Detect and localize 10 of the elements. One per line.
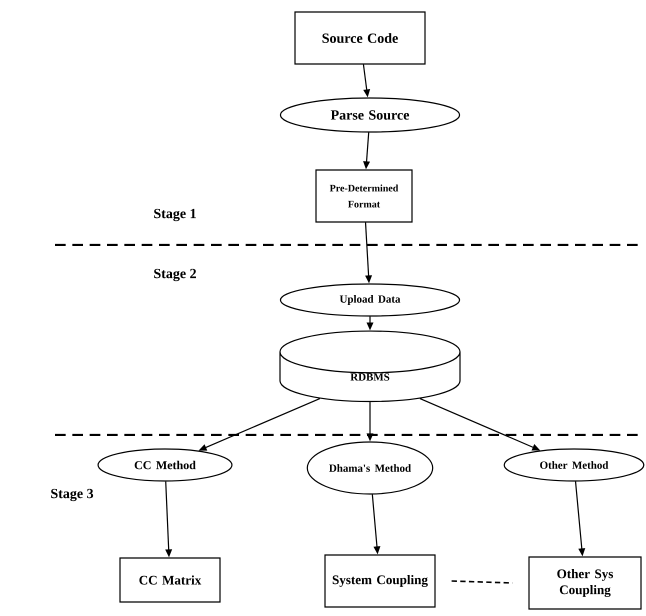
process-box: Pre-Determined Format xyxy=(315,169,413,223)
stage-label: Stage 1 xyxy=(154,208,196,222)
process-box: CC Matrix xyxy=(119,557,221,603)
process-box: Other Sys Coupling xyxy=(528,556,642,610)
stage-label: Stage 2 xyxy=(154,268,196,282)
database-cylinder: RDBMS xyxy=(279,330,461,402)
process-box: Source Code xyxy=(294,11,426,65)
stage-label: Stage 3 xyxy=(51,488,94,502)
connector-line xyxy=(452,580,512,584)
process-box: System Coupling xyxy=(324,554,436,608)
